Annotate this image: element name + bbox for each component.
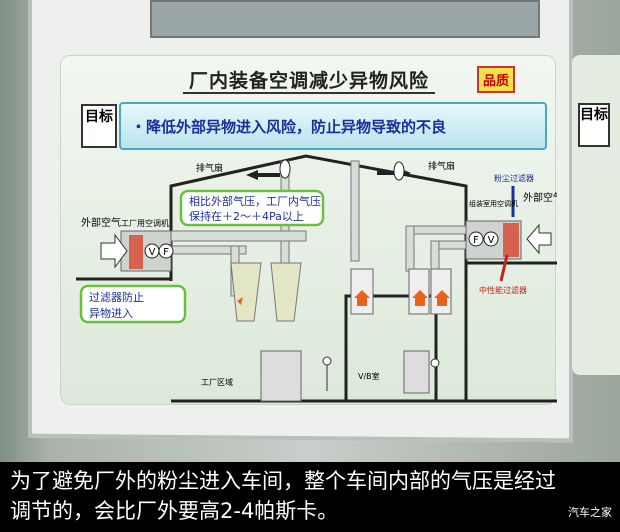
diagram-label: 中性能过滤器 [479,285,527,295]
panel-title: 厂内装备空调减少异物风险 [61,66,557,94]
diagram-label: 过滤器防止 [89,290,144,304]
diagram-label: 异物进入 [89,306,133,320]
pressure-note [179,189,325,227]
goal-label: 目标 [81,104,117,148]
filter-note [79,284,187,324]
diagram-shape [405,225,415,272]
diagram-label: 排气扇 [428,160,455,172]
diagram-shape [430,240,440,272]
outside-air-arrow-right [526,223,552,255]
diagram-shape [170,230,307,242]
airflow-arrow [354,290,370,306]
worker-icon [322,356,332,391]
diagram-label: F [473,235,479,246]
diagram-shape [405,225,467,235]
adjacent-panel: 目标 [572,55,620,375]
diagram-shape [483,231,499,247]
diagram-label: 排气扇 [196,162,223,174]
medium-filter-pointer [499,254,509,282]
airflow-arrow [434,290,450,306]
door-icon [403,350,430,394]
top-photo [150,0,540,38]
diagram-shape [468,231,484,247]
diagram-label: 相比外部气压，工厂内气压 [189,194,321,208]
diagram-shape [270,262,302,322]
diagram-shape [322,356,332,366]
diagram-label: V/B室 [358,371,380,381]
filter-icon [129,235,143,269]
door-icon [260,350,302,402]
diagram-label: 粉尘过滤器 [494,173,534,183]
diagram-shape [430,358,440,368]
diagram-shape [158,243,174,259]
airflow-diagram: V F F V 相比外部气压，工厂内气压 保持在＋2～＋4Pa以上 过滤器防止 … [76,154,557,403]
exhaust-fan-icon [279,159,291,179]
diagram-label: 外部空气 [523,191,557,204]
adjacent-goal-label: 目标 [578,103,610,147]
diagram-label: V [488,235,495,246]
outside-air-arrow-left [100,233,128,269]
exhaust-fan-icon [393,161,405,181]
diagram-label: 保持在＋2～＋4Pa以上 [189,209,304,223]
diagram-label: V [149,247,156,258]
diagram-label: F [163,247,169,258]
caption-line-1: 为了避免厂外的粉尘进入车间，整个车间内部的气压是经过 [10,469,556,493]
quality-badge: 品质 [477,66,516,93]
diagram-label: 外部空气 [81,216,121,229]
diagram-shape [350,160,360,262]
filter-icon [503,223,519,257]
watermark: 汽车之家 [568,506,612,519]
diagram-shape [230,262,262,322]
diagram-panel: 厂内装备空调减少异物风险 品质 目标 ・降低外部异物进入风险，防止异物导致的不良 [60,55,557,405]
worker-icon [430,358,440,391]
diagram-label: 工厂用空调机 [121,218,169,228]
airflow-arrow [412,290,428,306]
exhaust-arrow-left [246,170,280,180]
photo-scene: 目标 厂内装备空调减少异物风险 品质 目标 ・降低外部异物进入风险，防止异物导致… [0,0,620,462]
diagram-label: 工厂区域 [201,377,233,387]
diagram-shape [237,290,450,306]
vb-room-wall [344,294,438,401]
subtitle-caption: 为了避免厂外的粉尘进入车间，整个车间内部的气压是经过 调节的，会比厂外要高2-4… [0,462,620,532]
airflow-arrow [237,297,243,305]
diagram-label: 组装室用空调机 [469,199,518,208]
goal-text: ・降低外部异物进入风险，防止异物导致的不良 [119,102,547,150]
caption-line-2: 调节的，会比厂外要高2-4帕斯卡。 [10,499,339,523]
